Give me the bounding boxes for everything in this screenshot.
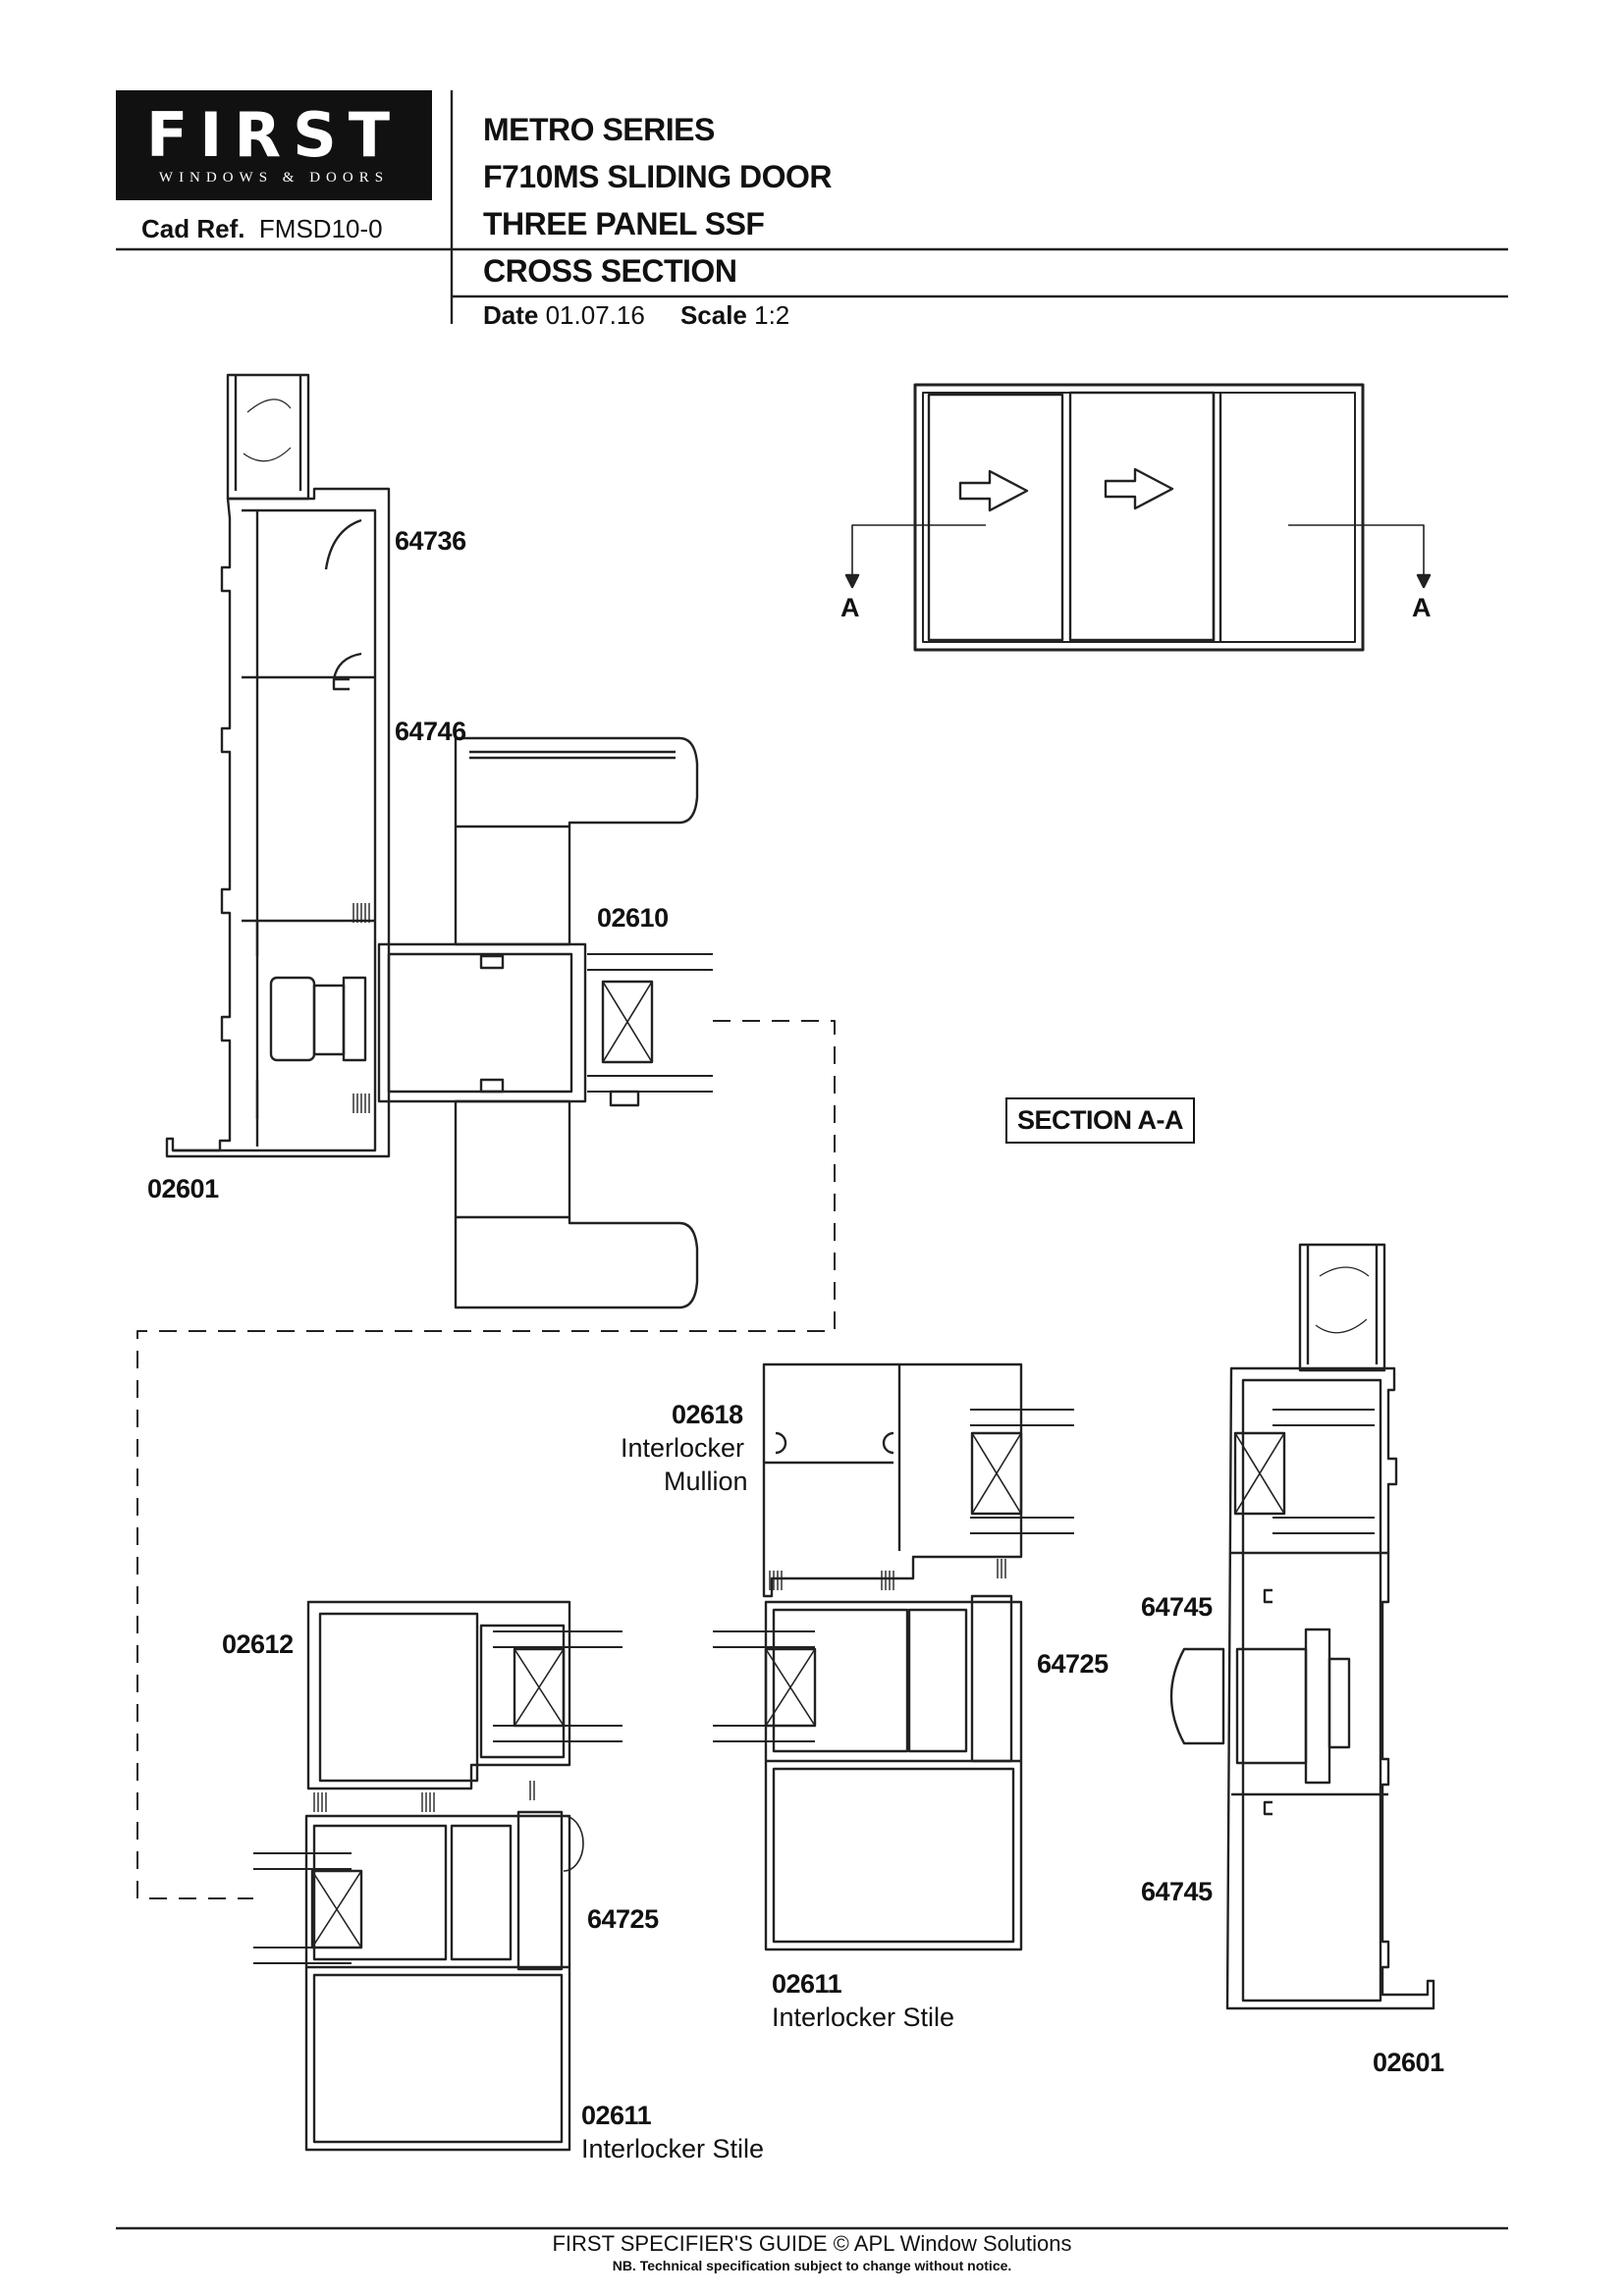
section-interlocker — [713, 1362, 1074, 1951]
slide-arrow-icon — [1104, 467, 1174, 510]
part-label-02601-top: 02601 — [147, 1174, 219, 1203]
connector-lines — [136, 1020, 836, 1899]
part-label-02601-right: 02601 — [1373, 2048, 1444, 2077]
part-label-64725-mid: 64725 — [1037, 1649, 1109, 1679]
scale-value: 1:2 — [754, 300, 790, 330]
view-title: CROSS SECTION — [483, 253, 737, 289]
section-lower-left — [253, 1600, 623, 2152]
section-right-jamb — [1169, 1243, 1435, 2010]
footer-guide: FIRST SPECIFIER'S GUIDE © APL Window Sol… — [552, 2231, 1072, 2256]
title-block-lines — [116, 90, 1508, 2230]
series-title: METRO SERIES — [483, 112, 715, 147]
elevation-key — [844, 383, 1432, 652]
part-label-64745-upper: 64745 — [1141, 1592, 1213, 1622]
product-title: F710MS SLIDING DOOR — [483, 159, 833, 194]
section-top-left — [165, 373, 713, 1309]
date-value: 01.07.16 — [545, 300, 645, 330]
logo-tagline: WINDOWS & DOORS — [158, 169, 390, 186]
part-desc-interlocker-stile-mid: Interlocker Stile — [772, 2002, 955, 2032]
date-label: Date — [483, 300, 539, 330]
part-label-64745-lower: 64745 — [1141, 1877, 1213, 1906]
slide-arrow-icon — [958, 469, 1029, 512]
section-arrow-icon — [1416, 573, 1432, 589]
section-label: SECTION A-A — [1005, 1097, 1195, 1144]
date-scale-line: Date 01.07.16 Scale 1:2 — [483, 300, 789, 331]
part-desc-interlocker-stile-left: Interlocker Stile — [581, 2134, 765, 2163]
part-label-64746: 64746 — [395, 717, 466, 746]
cad-ref-value: FMSD10-0 — [258, 214, 383, 243]
scale-label: Scale — [679, 300, 747, 330]
cad-ref-label: Cad Ref. — [141, 214, 245, 243]
section-arrow-icon — [844, 573, 860, 589]
part-label-02611-left: 02611 — [581, 2101, 652, 2130]
part-desc-interlocker: Interlocker — [621, 1433, 745, 1463]
part-label-64736: 64736 — [395, 526, 466, 556]
section-mark-right: A — [1412, 593, 1432, 622]
part-label-02611-mid: 02611 — [772, 1969, 842, 1999]
footer-note: NB. Technical specification subject to c… — [612, 2258, 1012, 2273]
logo-wordmark: FIRST — [145, 98, 403, 171]
part-label-02610: 02610 — [597, 903, 669, 933]
part-label-02612: 02612 — [222, 1629, 294, 1659]
brand-logo: FIRST WINDOWS & DOORS — [116, 90, 432, 200]
configuration-title: THREE PANEL SSF — [483, 206, 765, 241]
section-mark-left: A — [840, 593, 860, 622]
part-label-02618: 02618 — [672, 1400, 743, 1429]
part-label-64725-left: 64725 — [587, 1904, 659, 1934]
part-desc-mullion: Mullion — [664, 1467, 748, 1496]
cad-reference: Cad Ref. FMSD10-0 — [141, 214, 383, 244]
